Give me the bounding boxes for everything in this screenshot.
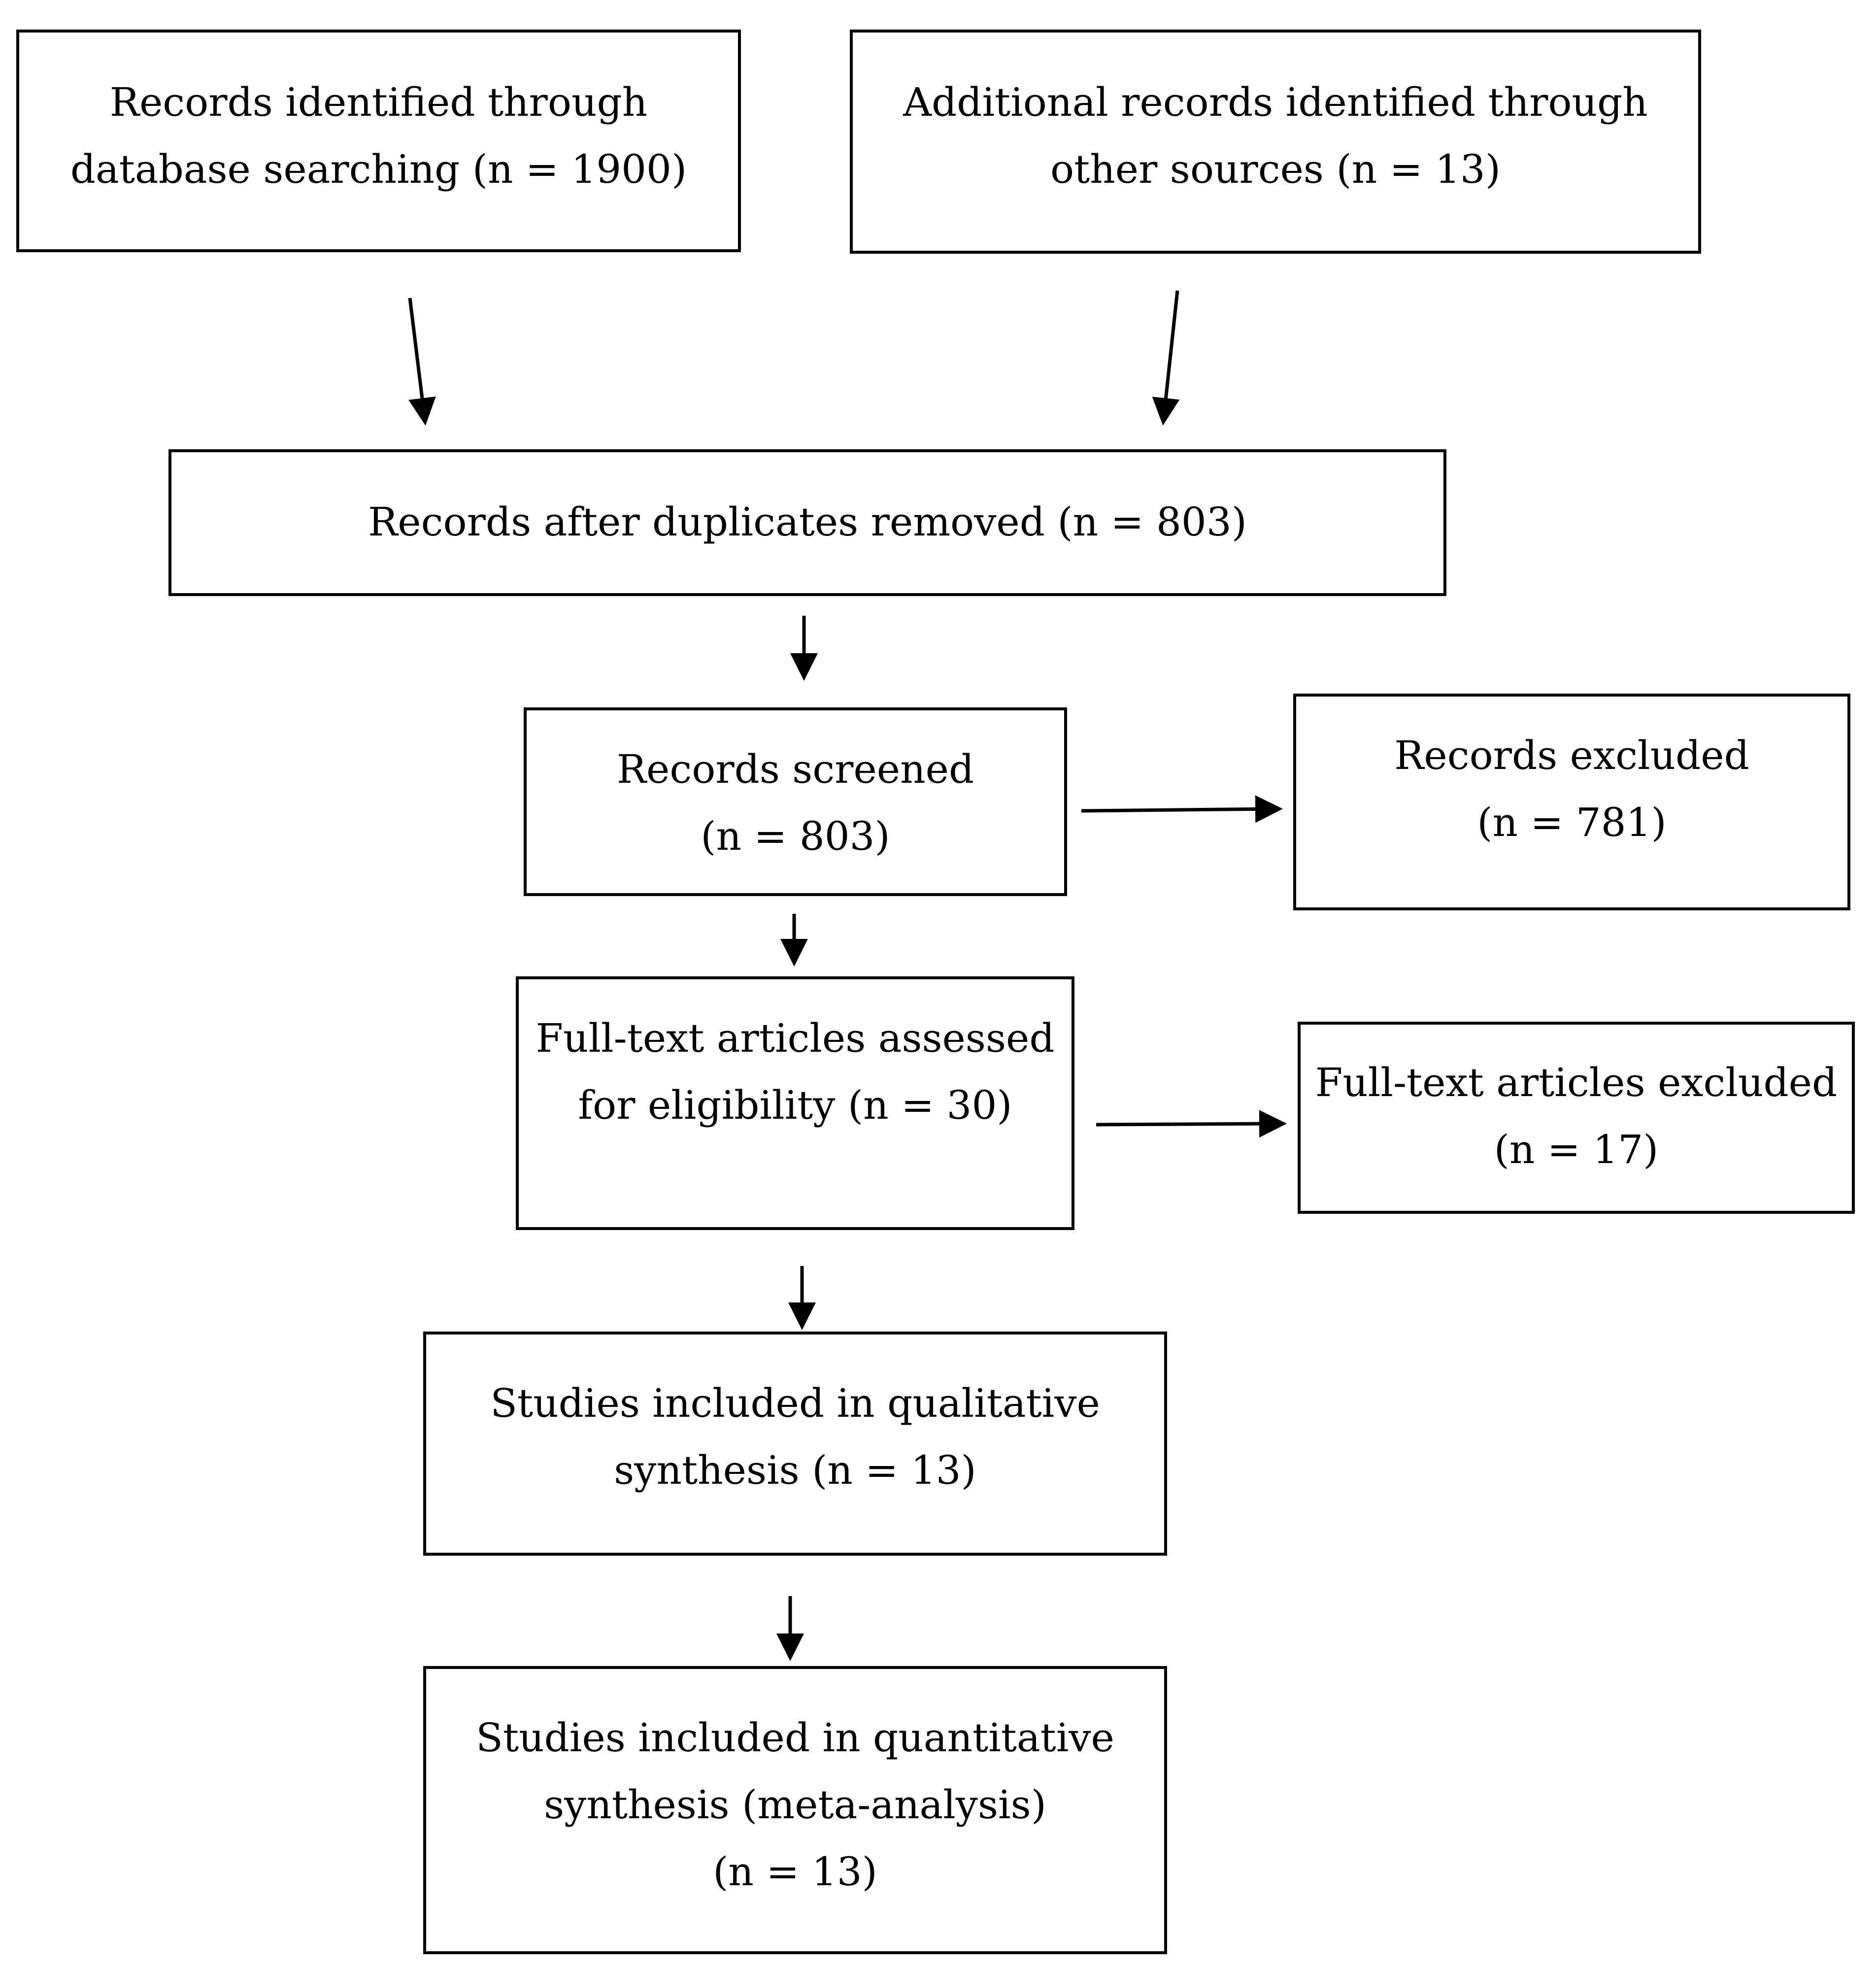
box-records-screened-label: Records screened (n = 803)	[527, 736, 1064, 870]
label-line: Records excluded	[1394, 733, 1749, 778]
box-duplicates-removed-label: Records after duplicates removed (n = 80…	[171, 489, 1443, 556]
box-qualitative-synthesis-label: Studies included in qualitative synthesi…	[426, 1370, 1164, 1504]
box-fulltext-excluded-label: Full-text articles excluded (n = 17)	[1301, 1049, 1852, 1183]
label-line: (n = 803)	[701, 813, 890, 859]
arrow-fulltext-to-fulltext-excluded	[1096, 1110, 1287, 1138]
box-other-sources-label: Additional records identified through ot…	[853, 69, 1698, 203]
label-line: Full-text articles assessed	[536, 1015, 1055, 1061]
label-line: database searching (n = 1900)	[70, 146, 687, 192]
arrow-screened-to-excluded	[1081, 795, 1283, 823]
label-line: Records screened	[616, 746, 974, 792]
box-database-records-label: Records identified through database sear…	[19, 69, 738, 203]
box-fulltext-assessed-label: Full-text articles assessed for eligibil…	[519, 1005, 1072, 1139]
box-qualitative-synthesis: Studies included in qualitative synthesi…	[423, 1332, 1167, 1556]
box-records-screened: Records screened (n = 803)	[524, 707, 1067, 896]
box-quantitative-synthesis-label: Studies included in quantitative synthes…	[426, 1704, 1164, 1905]
box-records-excluded-label: Records excluded (n = 781)	[1296, 722, 1847, 856]
label-line: other sources (n = 13)	[1050, 146, 1501, 192]
label-line: Records after duplicates removed (n = 80…	[368, 499, 1247, 545]
box-quantitative-synthesis: Studies included in quantitative synthes…	[423, 1666, 1167, 1954]
box-records-excluded: Records excluded (n = 781)	[1293, 694, 1850, 910]
box-other-sources: Additional records identified through ot…	[850, 30, 1701, 254]
label-line: Studies included in qualitative	[490, 1380, 1100, 1426]
label-line: Studies included in quantitative	[476, 1715, 1114, 1761]
arrow-database-to-duplicates	[408, 298, 436, 426]
box-fulltext-excluded: Full-text articles excluded (n = 17)	[1298, 1022, 1855, 1214]
box-fulltext-assessed: Full-text articles assessed for eligibil…	[516, 976, 1074, 1230]
label-line: Records identified through	[109, 79, 648, 125]
label-line: (n = 17)	[1494, 1127, 1659, 1172]
label-line: (n = 13)	[713, 1849, 877, 1895]
label-line: Additional records identified through	[903, 79, 1648, 125]
box-database-records: Records identified through database sear…	[16, 30, 741, 252]
label-line: Full-text articles excluded	[1315, 1060, 1838, 1105]
label-line: (n = 781)	[1477, 800, 1667, 845]
label-line: for eligibility (n = 30)	[578, 1082, 1012, 1128]
arrow-other-to-duplicates	[1152, 290, 1180, 426]
box-duplicates-removed: Records after duplicates removed (n = 80…	[168, 449, 1446, 596]
label-line: synthesis (n = 13)	[614, 1447, 976, 1493]
label-line: synthesis (meta-analysis)	[544, 1782, 1046, 1828]
